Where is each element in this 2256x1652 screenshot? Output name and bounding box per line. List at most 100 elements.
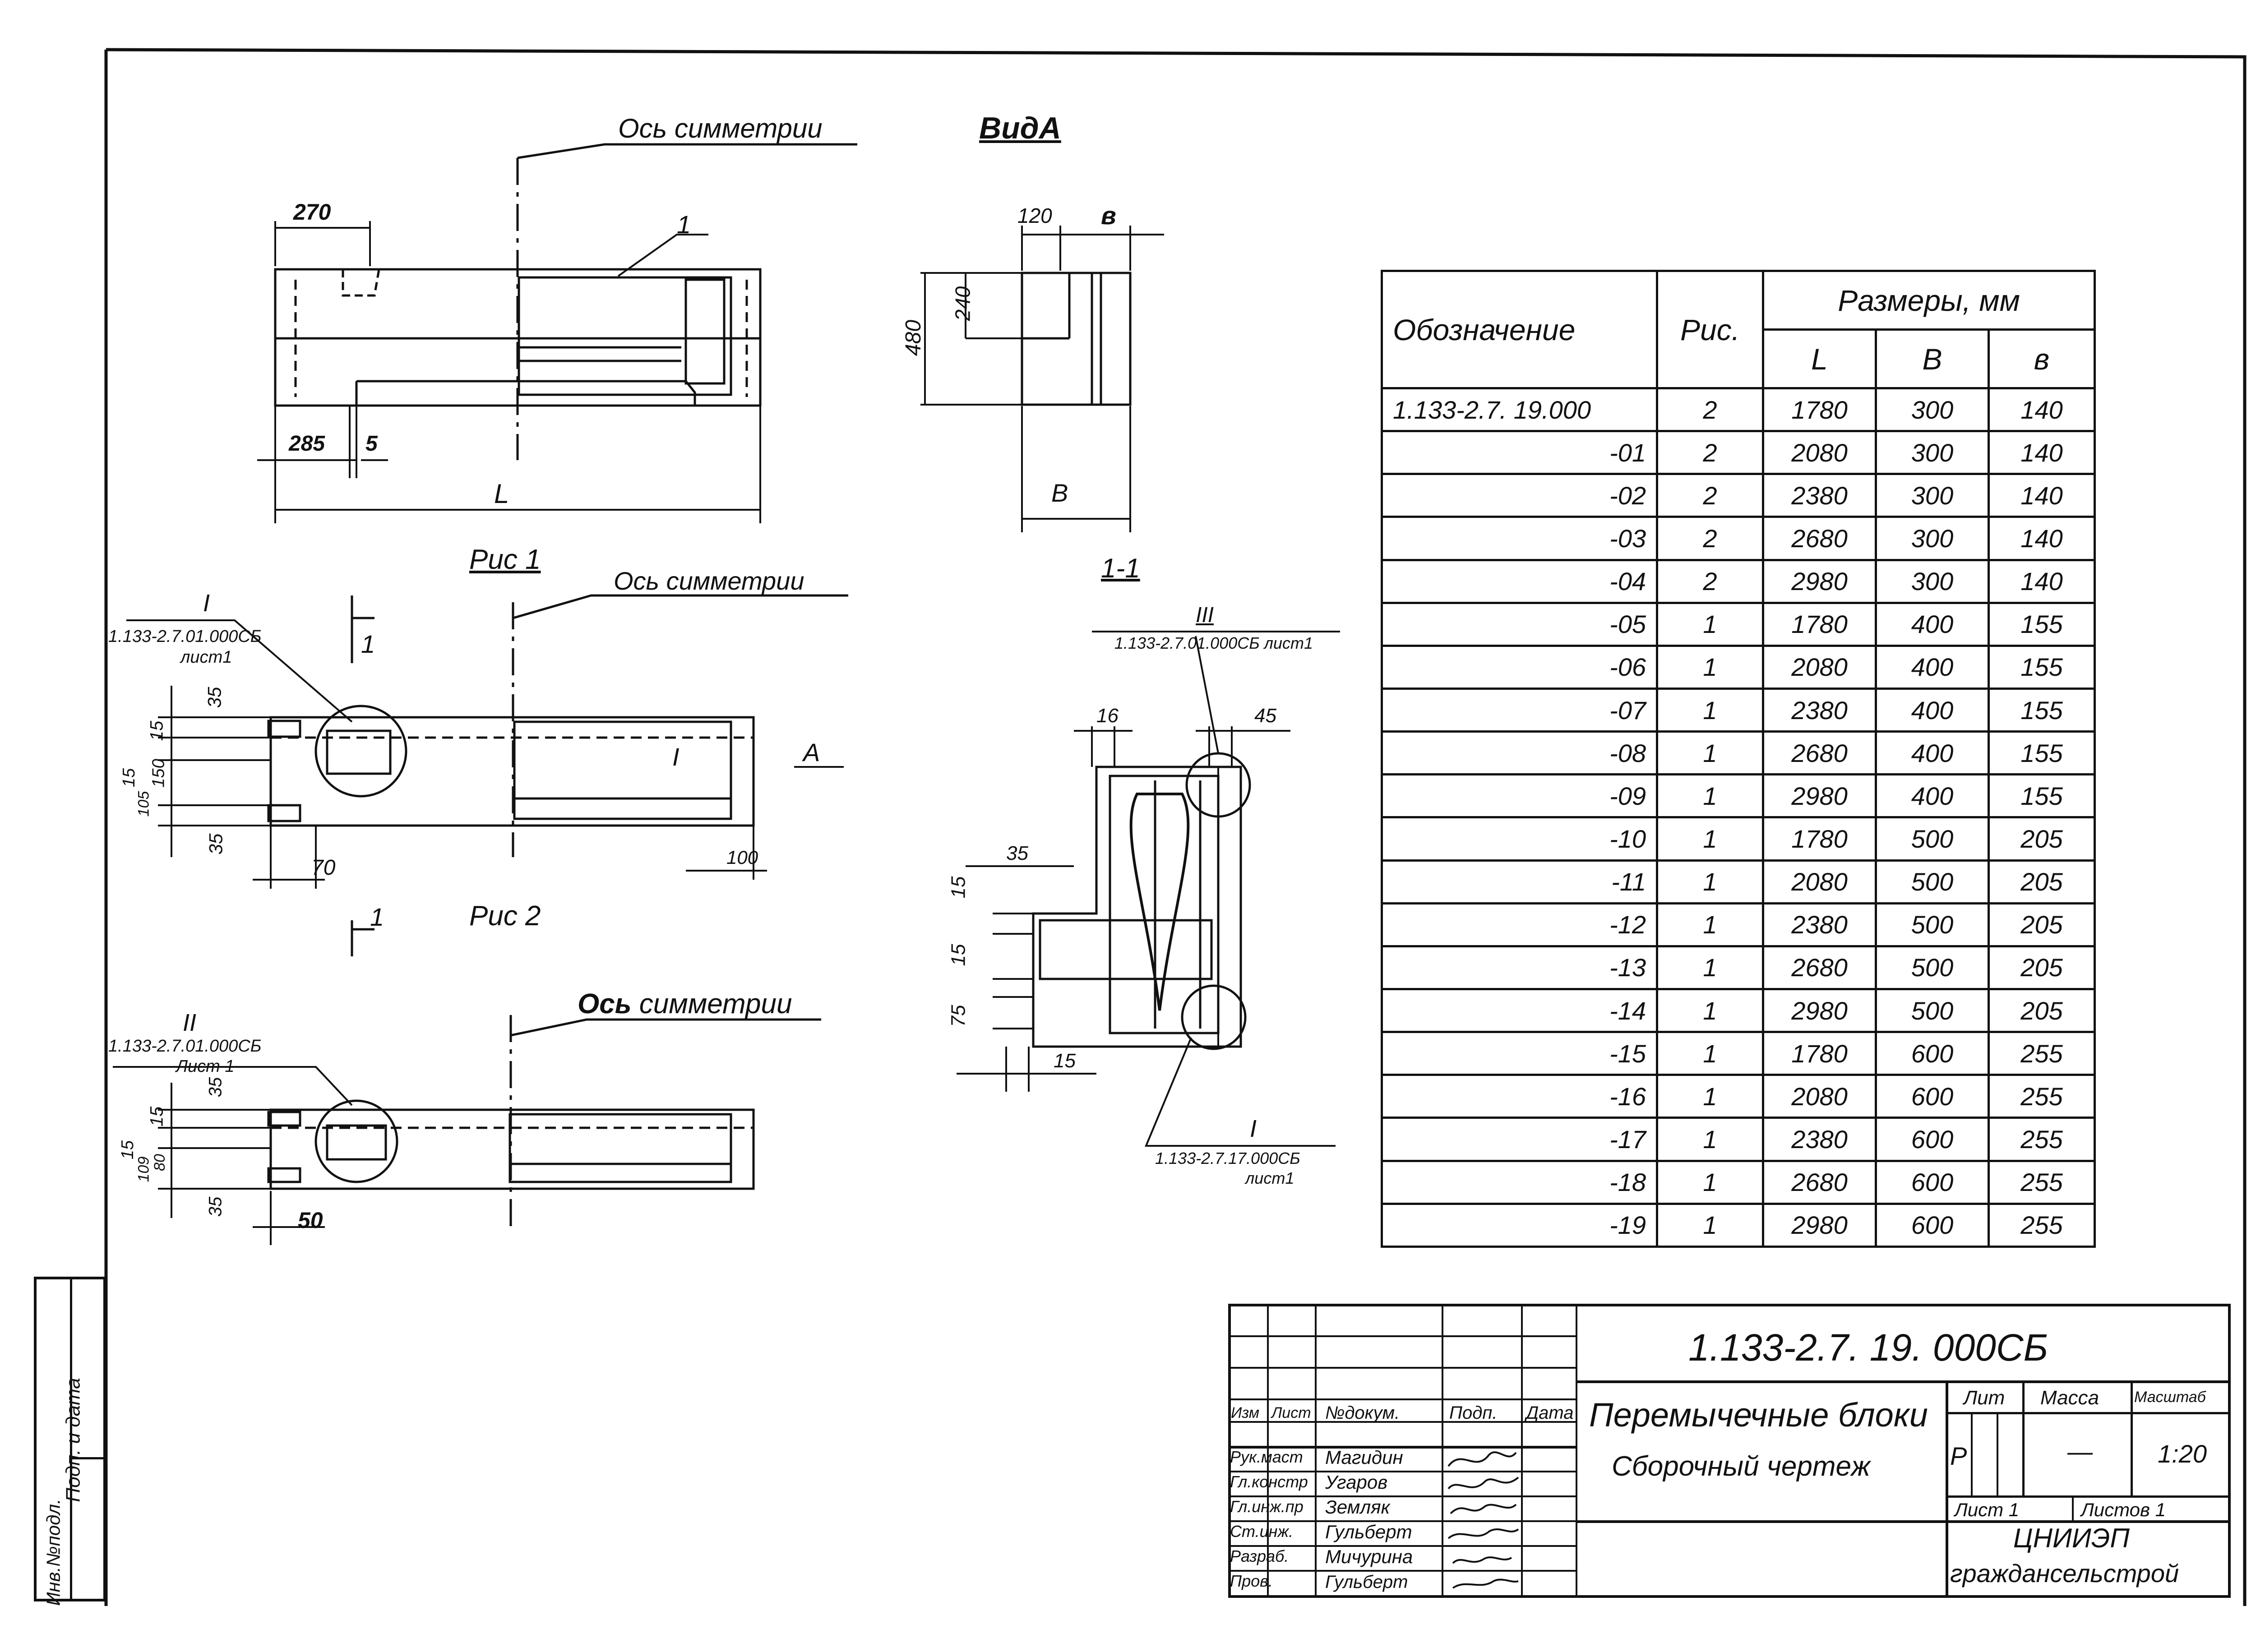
col-podp: Подп. (1449, 1403, 1498, 1423)
dim-15-fig2-b: 15 (118, 1140, 138, 1160)
detail-II-reference: 1.133-2.7.01.000СБ (108, 1037, 262, 1056)
cell-b: 205 (1987, 945, 2096, 990)
cell-b: 205 (1987, 859, 2096, 904)
cell-B: 300 (1875, 558, 1990, 604)
role-4: Ст.инж. (1230, 1522, 1294, 1541)
cell-L: 1780 (1762, 1031, 1877, 1076)
cell-L: 1780 (1762, 387, 1877, 433)
cell-L: 2980 (1762, 773, 1877, 819)
cell-designation: -13 (1381, 945, 1658, 990)
cell-designation: -14 (1381, 988, 1658, 1034)
dim-15-section-b: 15 (947, 944, 970, 966)
cell-L: 2080 (1762, 644, 1877, 690)
cell-fig: 1 (1656, 773, 1764, 819)
cell-B: 600 (1875, 1031, 1990, 1076)
detail-III-number: III (1196, 603, 1214, 627)
scale-value: 1:20 (2158, 1440, 2207, 1468)
cell-b: 255 (1987, 1074, 2096, 1119)
cell-B: 300 (1875, 516, 1990, 561)
col-list: Лист (1271, 1404, 1311, 1421)
cell-designation: -19 (1381, 1202, 1658, 1248)
cell-designation: -15 (1381, 1031, 1658, 1076)
role-6: Пров. (1230, 1572, 1273, 1590)
cell-b: 155 (1987, 730, 2096, 776)
cell-B: 400 (1875, 644, 1990, 690)
dim-150: 150 (149, 759, 168, 788)
dim-50: 50 (298, 1208, 323, 1233)
cell-L: 1780 (1762, 816, 1877, 862)
cell-b: 155 (1987, 687, 2096, 733)
dim-5: 5 (365, 432, 378, 456)
cell-fig: 1 (1656, 945, 1764, 990)
cell-fig: 1 (1656, 902, 1764, 947)
cell-B: 500 (1875, 816, 1990, 862)
cell-designation: -10 (1381, 816, 1658, 862)
cell-designation: -03 (1381, 516, 1658, 561)
name-3: Земляк (1325, 1496, 1390, 1518)
header-fig: Рис. (1656, 270, 1764, 389)
cell-designation: -17 (1381, 1117, 1658, 1162)
cell-fig: 2 (1656, 430, 1764, 475)
view-a-title: ВидА (979, 111, 1061, 145)
dim-35-top: 35 (203, 687, 225, 708)
cell-L: 2680 (1762, 516, 1877, 561)
dim-15-a: 15 (147, 720, 167, 741)
dim-100: 100 (726, 847, 758, 868)
cell-B: 500 (1875, 945, 1990, 990)
cell-B: 600 (1875, 1202, 1990, 1248)
sheet-count: Листов 1 (2081, 1499, 2166, 1520)
cell-B: 300 (1875, 387, 1990, 433)
signatures-icon (1447, 1451, 1519, 1589)
cell-b: 140 (1987, 516, 2096, 561)
cell-designation: -05 (1381, 601, 1658, 647)
cell-fig: 1 (1656, 687, 1764, 733)
cell-B: 400 (1875, 730, 1990, 776)
detail-I2-reference: 1.133-2.7.17.000СБ (1155, 1149, 1300, 1167)
cell-designation: -06 (1381, 644, 1658, 690)
cell-B: 500 (1875, 859, 1990, 904)
dim-270: 270 (293, 199, 331, 225)
cell-designation: -07 (1381, 687, 1658, 733)
name-1: Магидин (1325, 1447, 1403, 1468)
callout-1: 1 (677, 210, 691, 239)
cell-L: 2980 (1762, 988, 1877, 1034)
name-4: Гульберт (1325, 1521, 1412, 1542)
document-code: 1.133-2.7. 19. 000СБ (1688, 1326, 2048, 1369)
organization-name: ЦНИИЭП (2013, 1523, 2130, 1553)
dim-285: 285 (289, 432, 325, 456)
detail-I-number: I (203, 590, 210, 617)
label-lit: Лит (1964, 1387, 2005, 1409)
name-6: Гульберт (1325, 1572, 1408, 1592)
dim-109: 109 (135, 1156, 153, 1182)
cell-b: 140 (1987, 387, 2096, 433)
label-scale: Масштаб (2134, 1389, 2206, 1406)
title-line-2: Сборочный чертеж (1612, 1451, 1870, 1482)
cell-b: 140 (1987, 430, 2096, 475)
dim-B: В (1051, 479, 1068, 507)
dim-15-section-c: 15 (1054, 1050, 1076, 1072)
dim-35-bottom: 35 (205, 833, 227, 855)
cell-L: 1780 (1762, 601, 1877, 647)
section-1-1-label: 1-1 (1101, 553, 1140, 583)
role-5: Разраб. (1230, 1547, 1289, 1565)
dim-16: 16 (1096, 705, 1119, 727)
cell-L: 2680 (1762, 730, 1877, 776)
view-a-arrow-label: А (803, 738, 820, 766)
header-B: В (1875, 328, 1990, 389)
cell-B: 600 (1875, 1159, 1990, 1205)
cell-designation: -08 (1381, 730, 1658, 776)
cell-b: 205 (1987, 816, 2096, 862)
dim-b: в (1101, 201, 1116, 230)
side-stamp-inv-no: Инв.№подл. (42, 1499, 64, 1606)
name-2: Угаров (1325, 1472, 1388, 1493)
